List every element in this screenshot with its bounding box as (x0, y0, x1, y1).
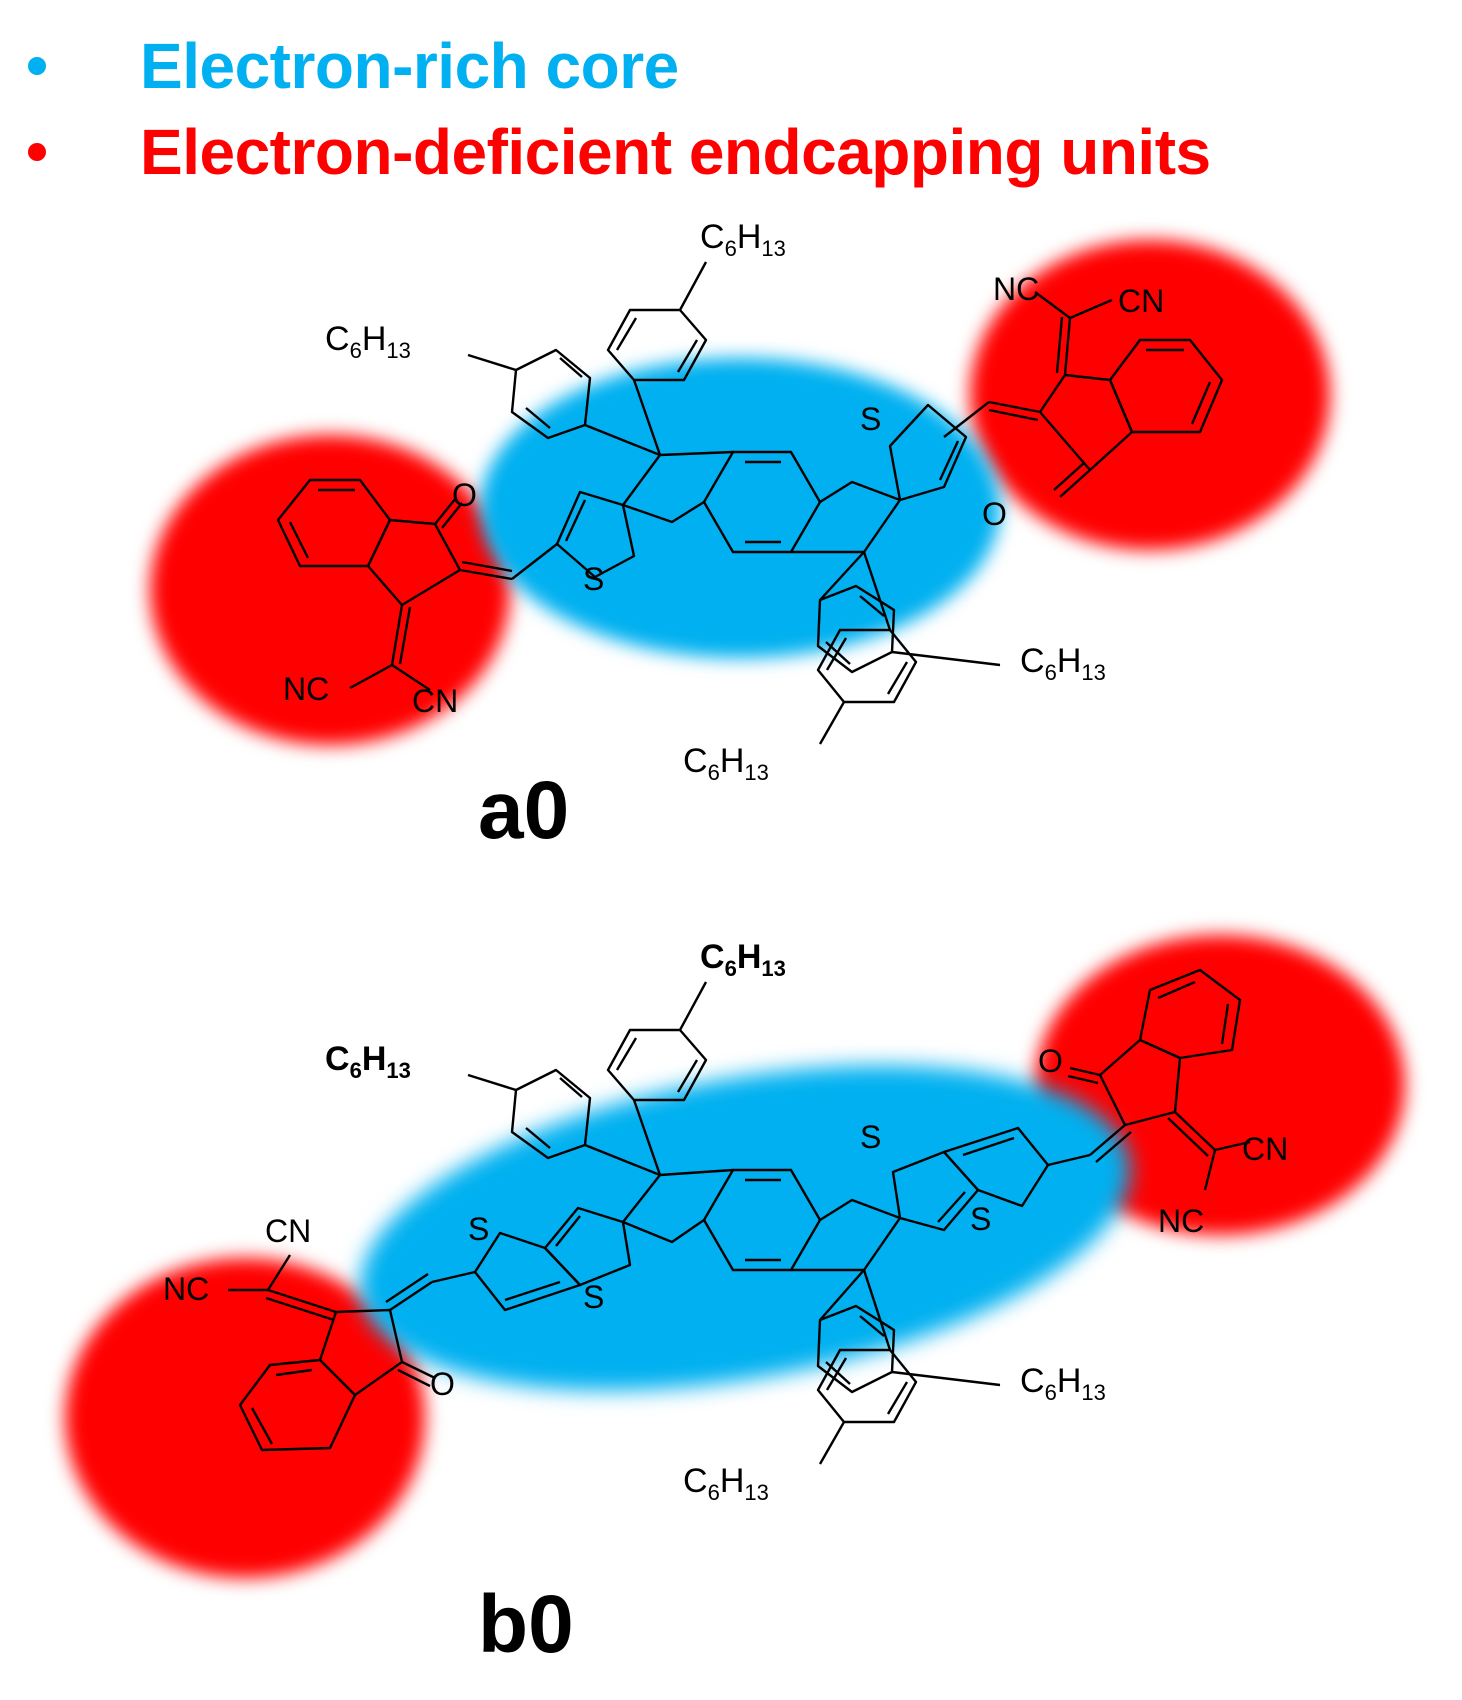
endcap-highlight-left-b0 (65, 1258, 425, 1578)
bonds-a0 (459, 261, 1041, 745)
molecule-a0: S S O O NC CN NC CN C6H13 C6H13 C6H13 C6… (150, 218, 1330, 856)
sulfur-label: S (583, 1279, 604, 1315)
nitrile-label: NC (1158, 1203, 1204, 1239)
hexyl-label: C6H13 (683, 742, 769, 785)
molecule-label-b0: b0 (478, 1579, 574, 1670)
endcap-highlight-right-a0 (970, 240, 1330, 550)
sulfur-label: S (860, 401, 881, 437)
atom-labels-a0: S S O O NC CN NC CN (283, 271, 1164, 719)
endcap-left-a0 (276, 478, 463, 692)
hexyl-label: C6H13 (683, 1462, 769, 1505)
legend-label-endcap: Electron-deficient endcapping units (140, 116, 1211, 188)
molecule-label-a0: a0 (478, 765, 569, 856)
endcap-right-a0 (1034, 291, 1224, 498)
nitrile-label: NC (283, 671, 329, 707)
nitrile-label: CN (1118, 283, 1164, 319)
endcap-left-b0 (228, 1254, 436, 1452)
hexyl-label: C6H13 (325, 1040, 411, 1083)
core-highlight-b0 (360, 1065, 1130, 1391)
atom-labels-b0: S S S S O O CN NC CN NC (163, 1043, 1288, 1402)
bullet-icon (28, 57, 46, 75)
legend-item-endcap: Electron-deficient endcapping units (28, 112, 1211, 192)
sulfur-label: S (468, 1211, 489, 1247)
bullet-icon (28, 143, 46, 161)
hexyl-label: C6H13 (1020, 642, 1106, 685)
hexyl-label: C6H13 (700, 218, 786, 261)
sulfur-label: S (583, 561, 604, 597)
endcap-right-b0 (1067, 968, 1251, 1191)
oxygen-label: O (982, 496, 1007, 532)
hexyl-labels-b0: C6H13 C6H13 C6H13 C6H13 (325, 938, 1106, 1505)
nitrile-label: CN (265, 1213, 311, 1249)
hexyl-label: C6H13 (325, 320, 411, 363)
hexyl-labels-a0: C6H13 C6H13 C6H13 C6H13 (325, 218, 1106, 785)
core-highlight-a0 (480, 358, 1000, 658)
bonds-b0 (385, 981, 1132, 1465)
legend: Electron-rich core Electron-deficient en… (0, 0, 1462, 200)
nitrile-label: CN (412, 683, 458, 719)
legend-item-core: Electron-rich core (28, 26, 679, 106)
hexyl-label: C6H13 (700, 938, 786, 981)
legend-label-core: Electron-rich core (140, 30, 679, 102)
hexyl-label: C6H13 (1020, 1362, 1106, 1405)
sulfur-label: S (970, 1201, 991, 1237)
nitrile-label: CN (1242, 1131, 1288, 1167)
nitrile-label: NC (993, 271, 1039, 307)
endcap-highlight-left-a0 (150, 435, 510, 745)
oxygen-label: O (430, 1366, 455, 1402)
oxygen-label: O (452, 477, 477, 513)
sulfur-label: S (860, 1119, 881, 1155)
nitrile-label: NC (163, 1271, 209, 1307)
oxygen-label: O (1038, 1043, 1063, 1079)
molecule-b0: S S S S O O CN NC CN NC C6H13 C6H13 C6H1… (65, 935, 1405, 1670)
